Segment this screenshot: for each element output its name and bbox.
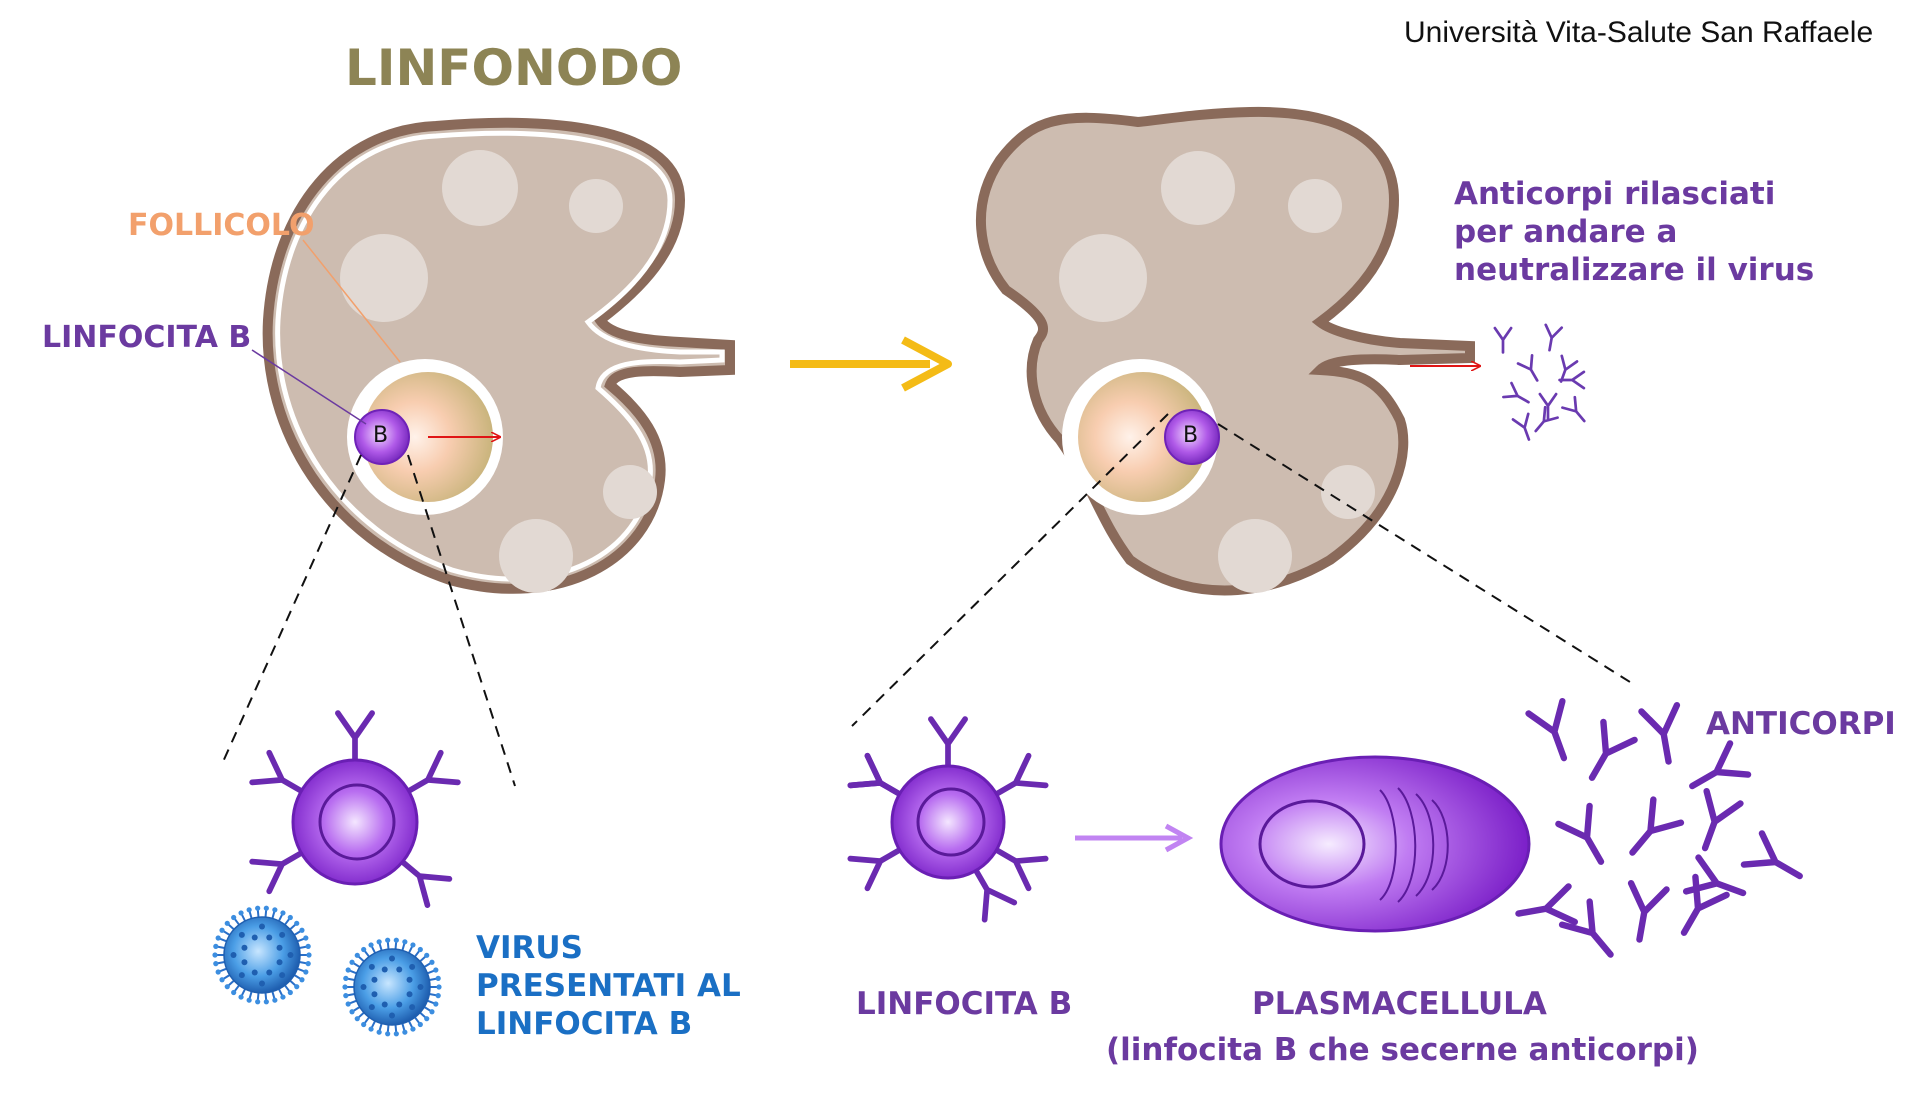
transition-arrow-icon (790, 336, 952, 392)
sinus-spot (1059, 234, 1147, 322)
plasma-cell-description: (linfocita B che secerne anticorpi) (1106, 1032, 1699, 1068)
lymph-node-right (975, 106, 1480, 596)
b-cell-body (890, 764, 1006, 880)
zoom-line (1217, 423, 1631, 683)
antibody-icon (1561, 395, 1586, 423)
sinus-spot (1218, 519, 1292, 593)
sinus-spot (603, 465, 657, 519)
antibody-icon (1701, 787, 1744, 852)
b-cell-receptors (847, 716, 1049, 923)
sinus-spot (1288, 179, 1342, 233)
plasma-cell-label: PLASMACELLULA (1252, 986, 1547, 1022)
sinus-spot (340, 234, 428, 322)
antibody-icon (1638, 702, 1681, 765)
plasma-cell-nucleus (1258, 799, 1366, 889)
b-cell-body (291, 758, 419, 886)
sinus-spot (569, 179, 623, 233)
antibody-icon (1629, 796, 1685, 856)
antibody-icon (1682, 854, 1747, 897)
b-cell-pointer (251, 349, 367, 425)
differentiation-arrow-icon (1075, 823, 1194, 853)
b-cell-left (354, 409, 410, 465)
antibody-icon (1689, 740, 1752, 790)
antibody-icon (1544, 323, 1564, 352)
antibody-icon (1588, 718, 1638, 781)
antibody-icon (1558, 898, 1614, 958)
antibody-icon (1538, 392, 1558, 420)
antibodies-released-label: Anticorpi rilasciati per andare a neutra… (1454, 176, 1815, 288)
plasma-cell (1219, 755, 1531, 933)
antibody-icon (1502, 381, 1530, 404)
virus-icon (212, 905, 312, 1005)
zoom-line (407, 454, 516, 787)
sinus-spot (499, 519, 573, 593)
antibody-icon (1493, 326, 1513, 354)
b-cell-nucleus (916, 787, 986, 857)
virus-presented-label: VIRUS PRESENTATI AL LINFOCITA B (476, 930, 741, 1042)
b-cell-with-virus (212, 710, 461, 1037)
antibody-icon (335, 710, 375, 768)
antibody-icon (1511, 412, 1531, 441)
antibodies-label: ANTICORPI (1706, 706, 1896, 742)
antibody-icon (1534, 405, 1559, 433)
antibody-icon (1558, 370, 1586, 390)
institution-name: Università Vita-Salute San Raffaele (1404, 16, 1874, 49)
b-cell-label-bottom: LINFOCITA B (856, 986, 1073, 1022)
sinus-spot (1161, 151, 1235, 225)
antibody-icon (1680, 873, 1730, 936)
released-antibodies-cluster (1493, 323, 1586, 441)
b-cell-bottom-right (847, 716, 1049, 923)
antibody-icon (1627, 880, 1670, 943)
virus-icon (342, 937, 442, 1037)
b-letter-left: B (373, 423, 389, 448)
b-letter-right: B (1183, 423, 1199, 448)
follicle-pointer (302, 239, 401, 363)
antibody-icon (1555, 802, 1605, 865)
b-cell-nucleus (318, 783, 396, 861)
b-cell-receptors (249, 710, 461, 908)
antibody-icon (1515, 883, 1578, 926)
lymph-node-left (262, 117, 735, 594)
follicle-label: FOLLICOLO (128, 208, 315, 243)
antibody-icon (1516, 354, 1539, 382)
antibody-icon (1740, 830, 1803, 880)
sinus-spot (1321, 465, 1375, 519)
b-cell-right (1164, 409, 1220, 465)
antibody-icon (928, 716, 968, 774)
lymph-node-title: LINFONODO (345, 39, 683, 97)
sinus-spot (442, 150, 518, 226)
b-cell-label-left: LINFOCITA B (42, 320, 252, 355)
antibody-icon (1525, 697, 1568, 762)
secreted-antibodies-cluster (1515, 697, 1803, 958)
zoom-line (851, 413, 1169, 727)
